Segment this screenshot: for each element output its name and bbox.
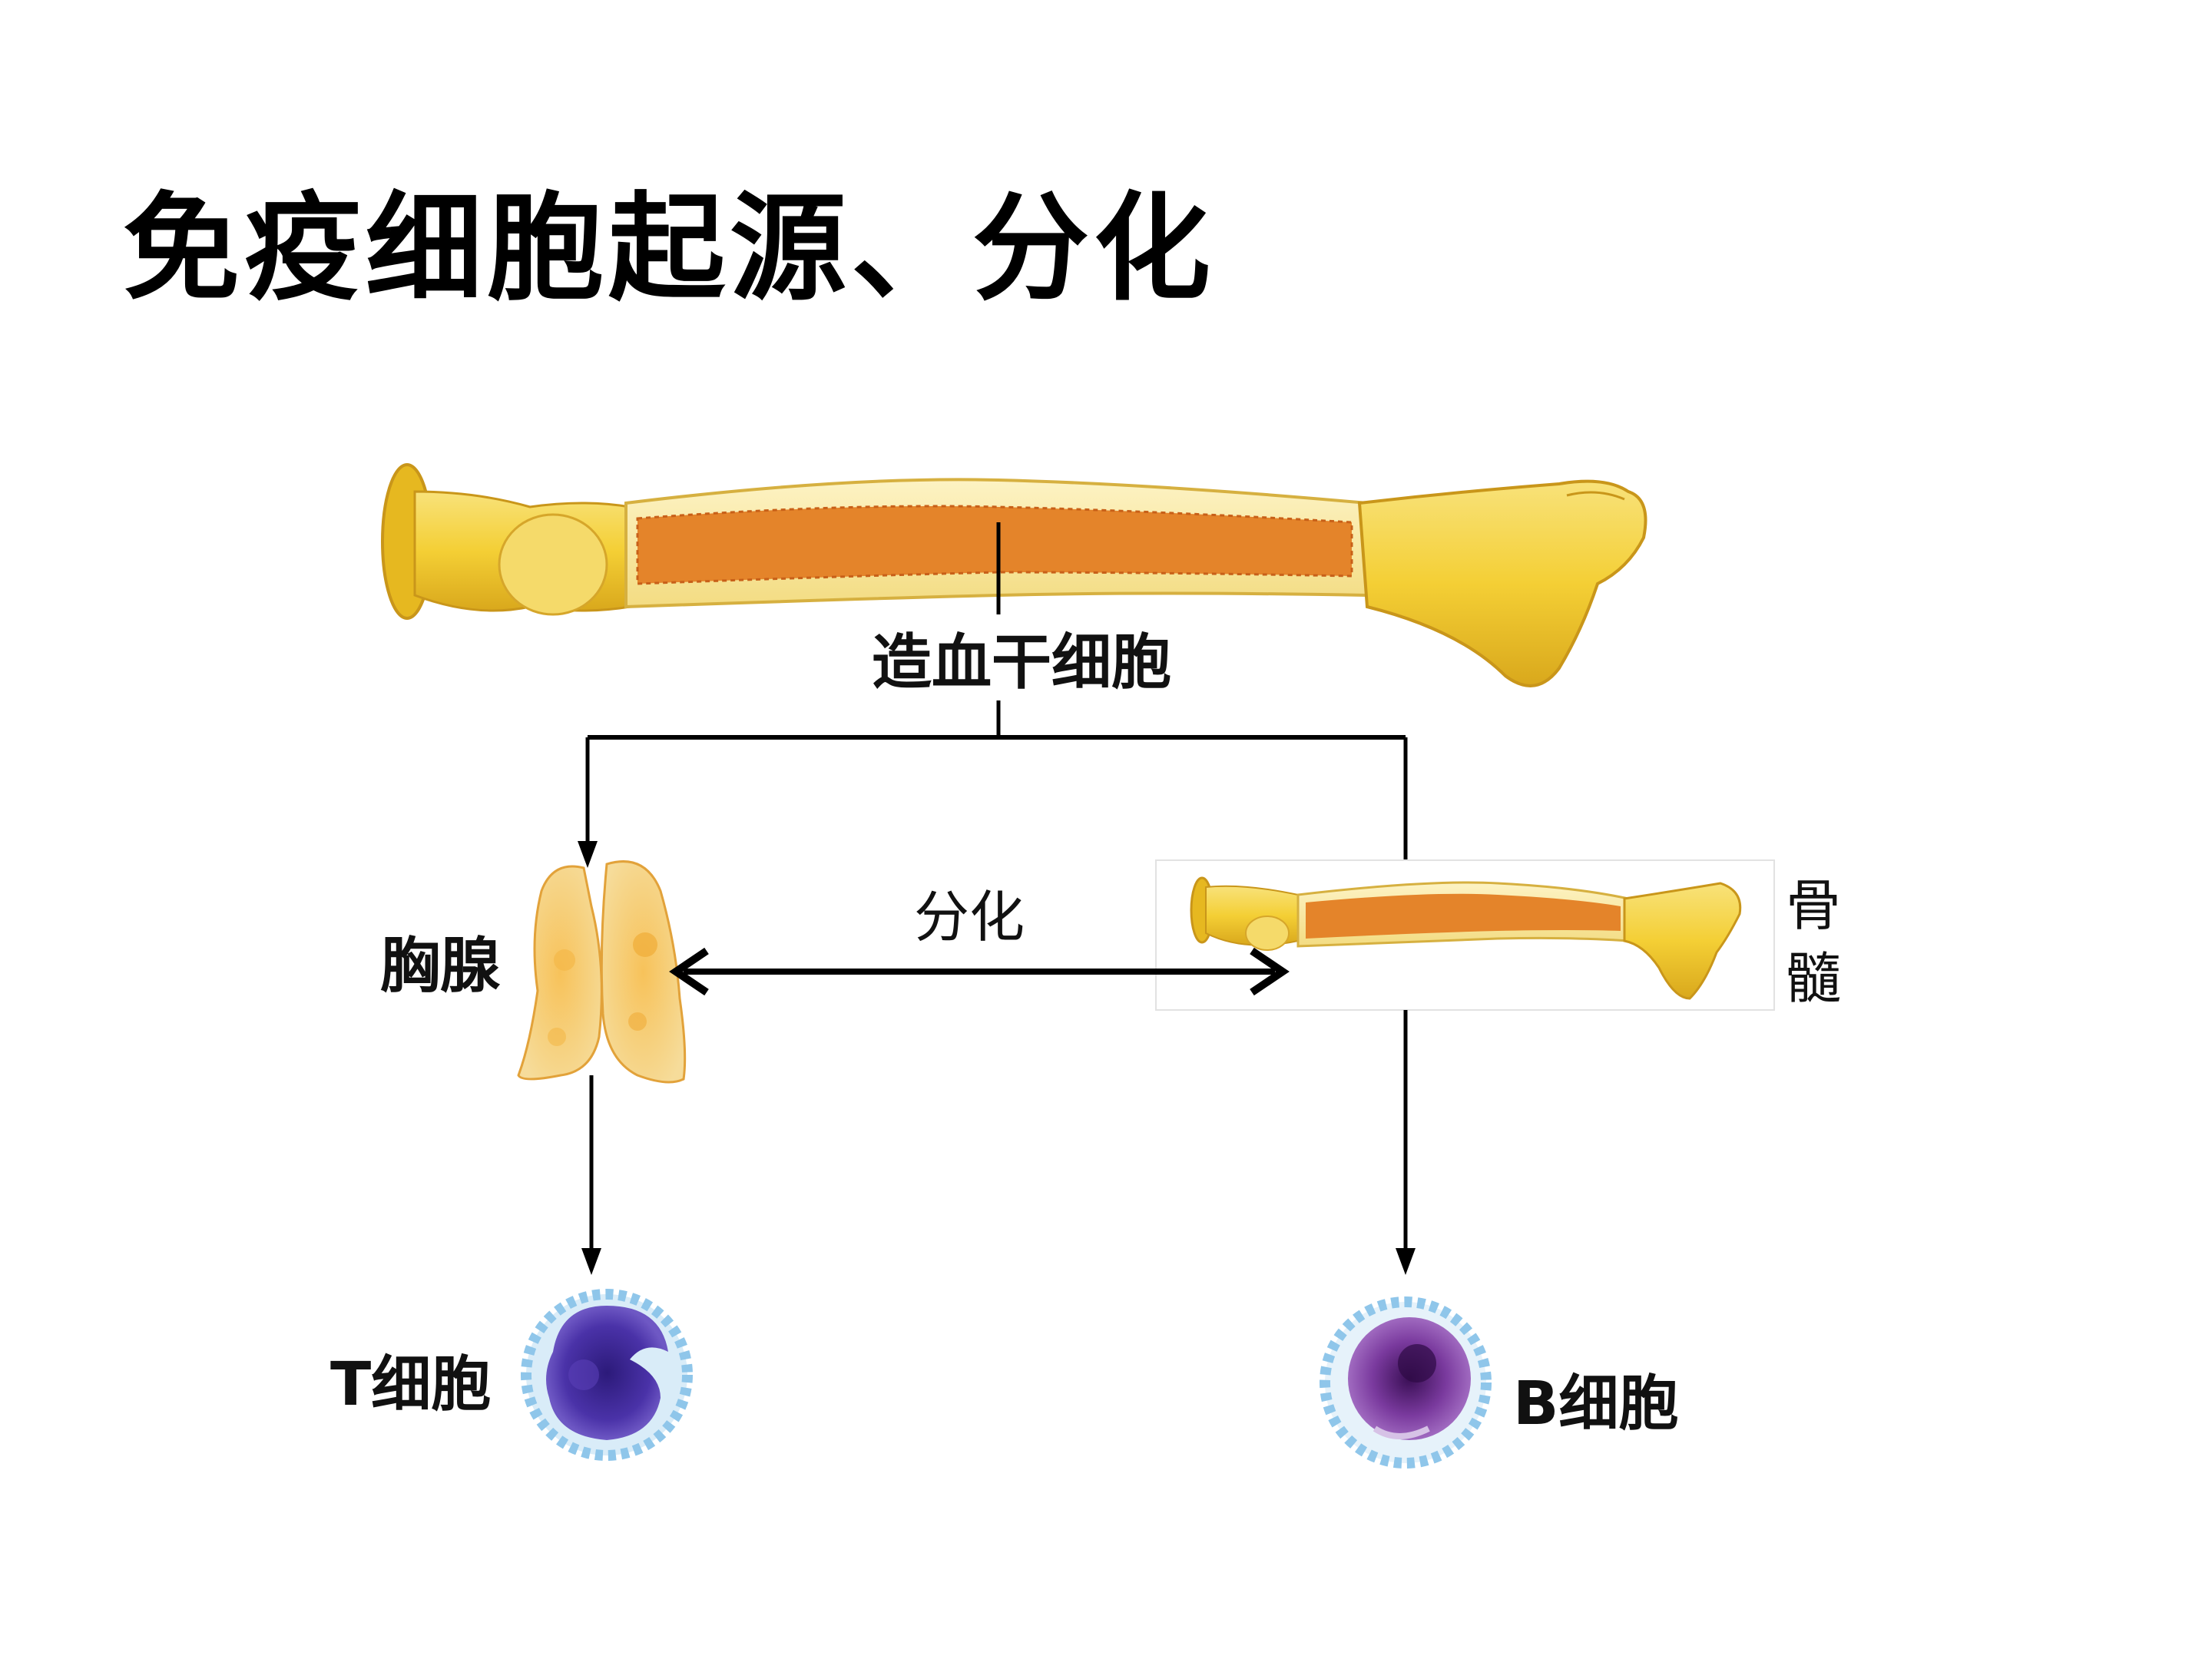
bone-marrow-label-line2: 髓 bbox=[1786, 946, 1842, 1011]
thymus-label: 胸腺 bbox=[380, 932, 501, 1001]
to-thymus-arrowhead bbox=[578, 841, 598, 868]
t-cell-label: T细胞 bbox=[330, 1350, 492, 1419]
page-title: 免疫细胞起源、分化 bbox=[123, 179, 1215, 316]
to-t-cell-arrowhead bbox=[581, 1248, 601, 1275]
arrow-right-head bbox=[1250, 947, 1290, 996]
hsc-label: 造血干细胞 bbox=[872, 614, 1172, 700]
to-b-cell-arrowhead bbox=[1396, 1248, 1416, 1275]
b-cell-image bbox=[1320, 1296, 1492, 1469]
t-cell-image bbox=[521, 1289, 693, 1461]
small-bone-image bbox=[1190, 876, 1742, 1000]
thymus-image bbox=[517, 860, 687, 1084]
b-cell-label: B细胞 bbox=[1513, 1369, 1679, 1439]
bone-marrow-label-line1: 骨 bbox=[1786, 873, 1842, 938]
differentiation-label: 分化 bbox=[914, 885, 1025, 949]
arrow-left-head bbox=[669, 947, 709, 996]
